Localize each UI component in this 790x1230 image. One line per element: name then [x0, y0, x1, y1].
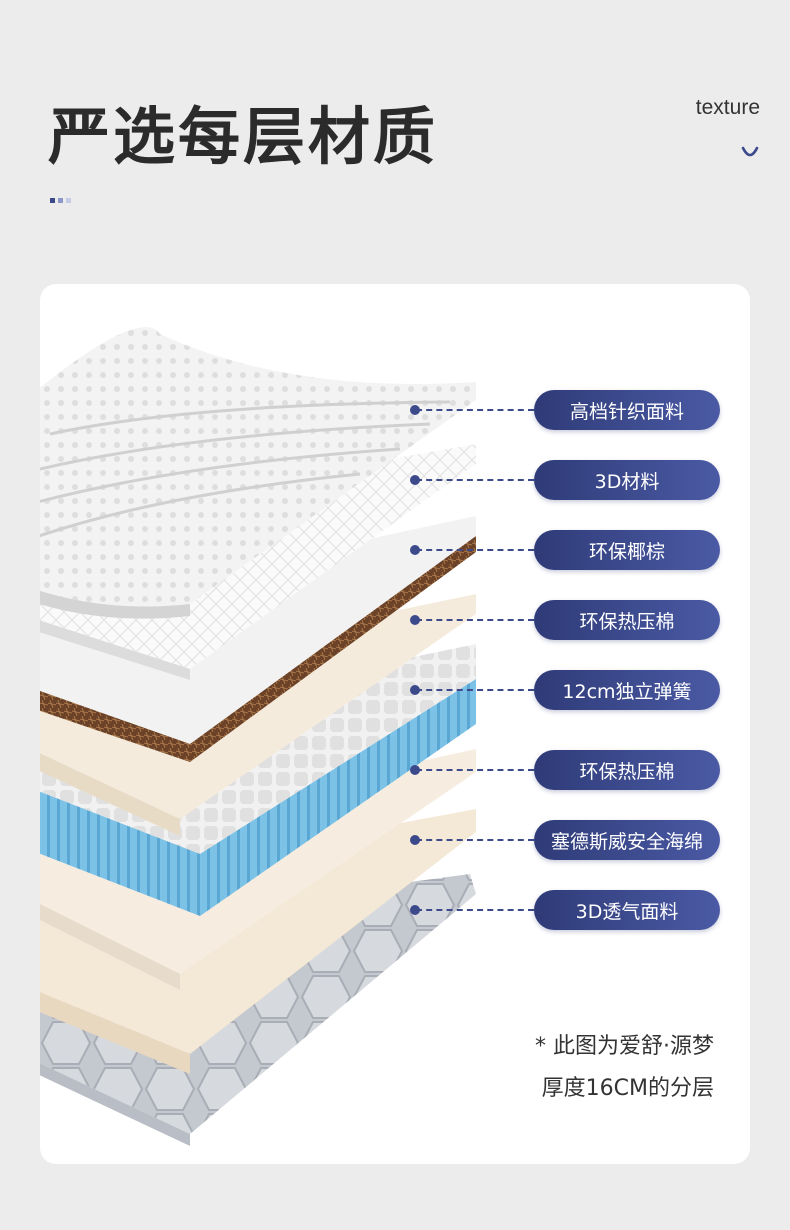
connector-line: [416, 479, 534, 481]
connector-dot: [410, 835, 420, 845]
chevron-down-icon: [741, 146, 759, 157]
layer-tag-cotton-1: 环保热压棉: [534, 600, 720, 640]
layer-tag-coir: 环保椰棕: [534, 530, 720, 570]
connector-line: [416, 909, 534, 911]
connector-dot: [410, 765, 420, 775]
mattress-layers-illustration: [40, 327, 476, 1146]
footnote-line-1: * 此图为爱舒·源梦: [535, 1034, 714, 1059]
connector-dot: [410, 475, 420, 485]
connector-line: [416, 549, 534, 551]
connector-dot: [410, 685, 420, 695]
connector-line: [416, 619, 534, 621]
texture-label: texture: [695, 96, 760, 119]
connector-line: [416, 409, 534, 411]
decorative-dots: [50, 198, 71, 203]
layer-tag-knit-fabric: 高档针织面料: [534, 390, 720, 430]
connector-dot: [410, 405, 420, 415]
connector-dot: [410, 545, 420, 555]
layers-card: 高档针织面料 3D材料 环保椰棕 环保热压棉 12cm独立弹簧 环保热压棉 塞德…: [40, 284, 750, 1164]
connector-dot: [410, 615, 420, 625]
layer-tag-breathable-fabric: 3D透气面料: [534, 890, 720, 930]
connector-line: [416, 689, 534, 691]
connector-line: [416, 769, 534, 771]
layer-tag-3d-material: 3D材料: [534, 460, 720, 500]
layer-tag-foam: 塞德斯威安全海绵: [534, 820, 720, 860]
connector-dot: [410, 905, 420, 915]
footnote-line-2: 厚度16CM的分层: [541, 1076, 714, 1101]
connector-line: [416, 839, 534, 841]
page-title: 严选每层材质: [48, 100, 439, 173]
layer-tag-springs: 12cm独立弹簧: [534, 670, 720, 710]
layer-tag-cotton-2: 环保热压棉: [534, 750, 720, 790]
